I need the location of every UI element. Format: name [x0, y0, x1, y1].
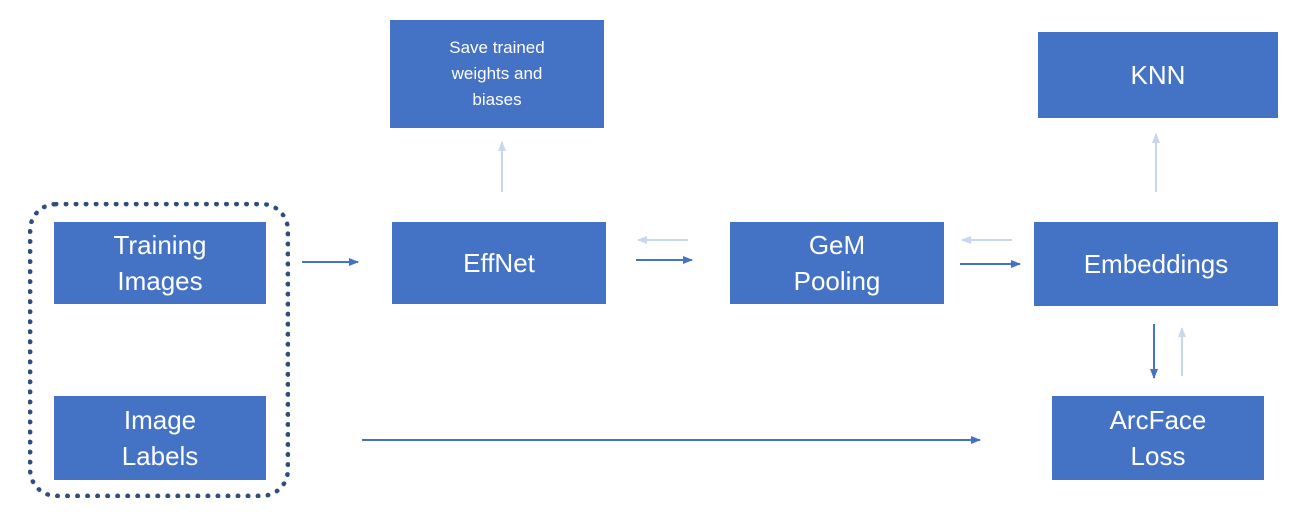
image-labels-label: Image Labels: [121, 405, 199, 471]
save-weights-node: Save trained weights and biases: [390, 20, 604, 128]
knn-label: KNN: [1130, 60, 1186, 90]
training-images-label: Training Images: [113, 230, 207, 296]
embeddings-label: Embeddings: [1083, 249, 1229, 279]
arcface-loss-label: ArcFace Loss: [1109, 405, 1207, 471]
effnet-label: EffNet: [463, 248, 535, 278]
image-labels-node: Image Labels: [54, 396, 266, 480]
knn-node: KNN: [1038, 32, 1278, 118]
input-group-frame: [28, 202, 290, 498]
training-images-node: Training Images: [54, 222, 266, 304]
effnet-node: EffNet: [392, 222, 606, 304]
embeddings-node: Embeddings: [1034, 222, 1278, 306]
gem-pooling-label: GeM Pooling: [793, 230, 881, 296]
gem-pooling-node: GeM Pooling: [730, 222, 944, 304]
save-weights-label: Save trained weights and biases: [449, 38, 545, 109]
arcface-loss-node: ArcFace Loss: [1052, 396, 1264, 480]
